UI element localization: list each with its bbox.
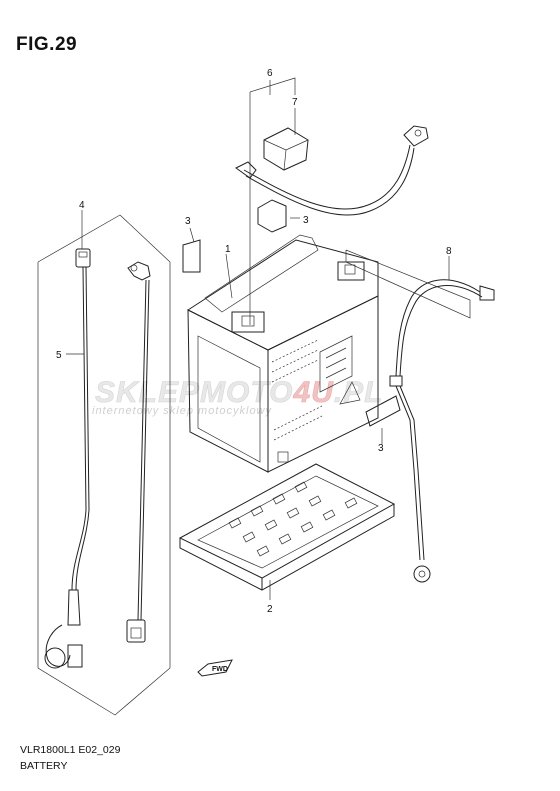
callout-1: 1 bbox=[225, 244, 231, 255]
figure-code: VLR1800L1 E02_029 bbox=[20, 744, 121, 756]
terminal-cover-7 bbox=[263, 127, 309, 171]
callout-3-top: 3 bbox=[303, 215, 309, 226]
callout-8: 8 bbox=[446, 246, 452, 257]
tray-slots bbox=[228, 481, 358, 557]
watermark-tagline: internetowy sklep motocyklowy bbox=[92, 405, 273, 417]
figure-title: FIG.29 bbox=[16, 34, 78, 55]
callout-3-left: 3 bbox=[185, 216, 191, 227]
callout-5: 5 bbox=[56, 350, 62, 361]
callout-6: 6 bbox=[267, 68, 273, 79]
callout-leaders bbox=[66, 77, 450, 600]
battery-cable-6 bbox=[235, 125, 429, 216]
fwd-arrow-icon: FWD bbox=[197, 659, 233, 677]
pad-3 bbox=[182, 199, 401, 427]
battery-body-1 bbox=[186, 234, 379, 473]
fwd-label: FWD bbox=[212, 666, 228, 673]
callout-7: 7 bbox=[292, 97, 298, 108]
lead-wire-5 bbox=[44, 248, 91, 669]
callout-2: 2 bbox=[267, 604, 273, 615]
harness-group-4 bbox=[37, 214, 171, 716]
figure-caption: BATTERY bbox=[20, 760, 68, 772]
battery-cable-8 bbox=[345, 249, 495, 583]
battery-tray-2 bbox=[178, 463, 396, 591]
callout-numbers: 1 2 3 3 3 4 5 6 7 8 bbox=[56, 68, 452, 615]
callout-3-right: 3 bbox=[378, 443, 384, 454]
callout-4: 4 bbox=[79, 200, 85, 211]
lead-wire-4 bbox=[126, 261, 151, 643]
